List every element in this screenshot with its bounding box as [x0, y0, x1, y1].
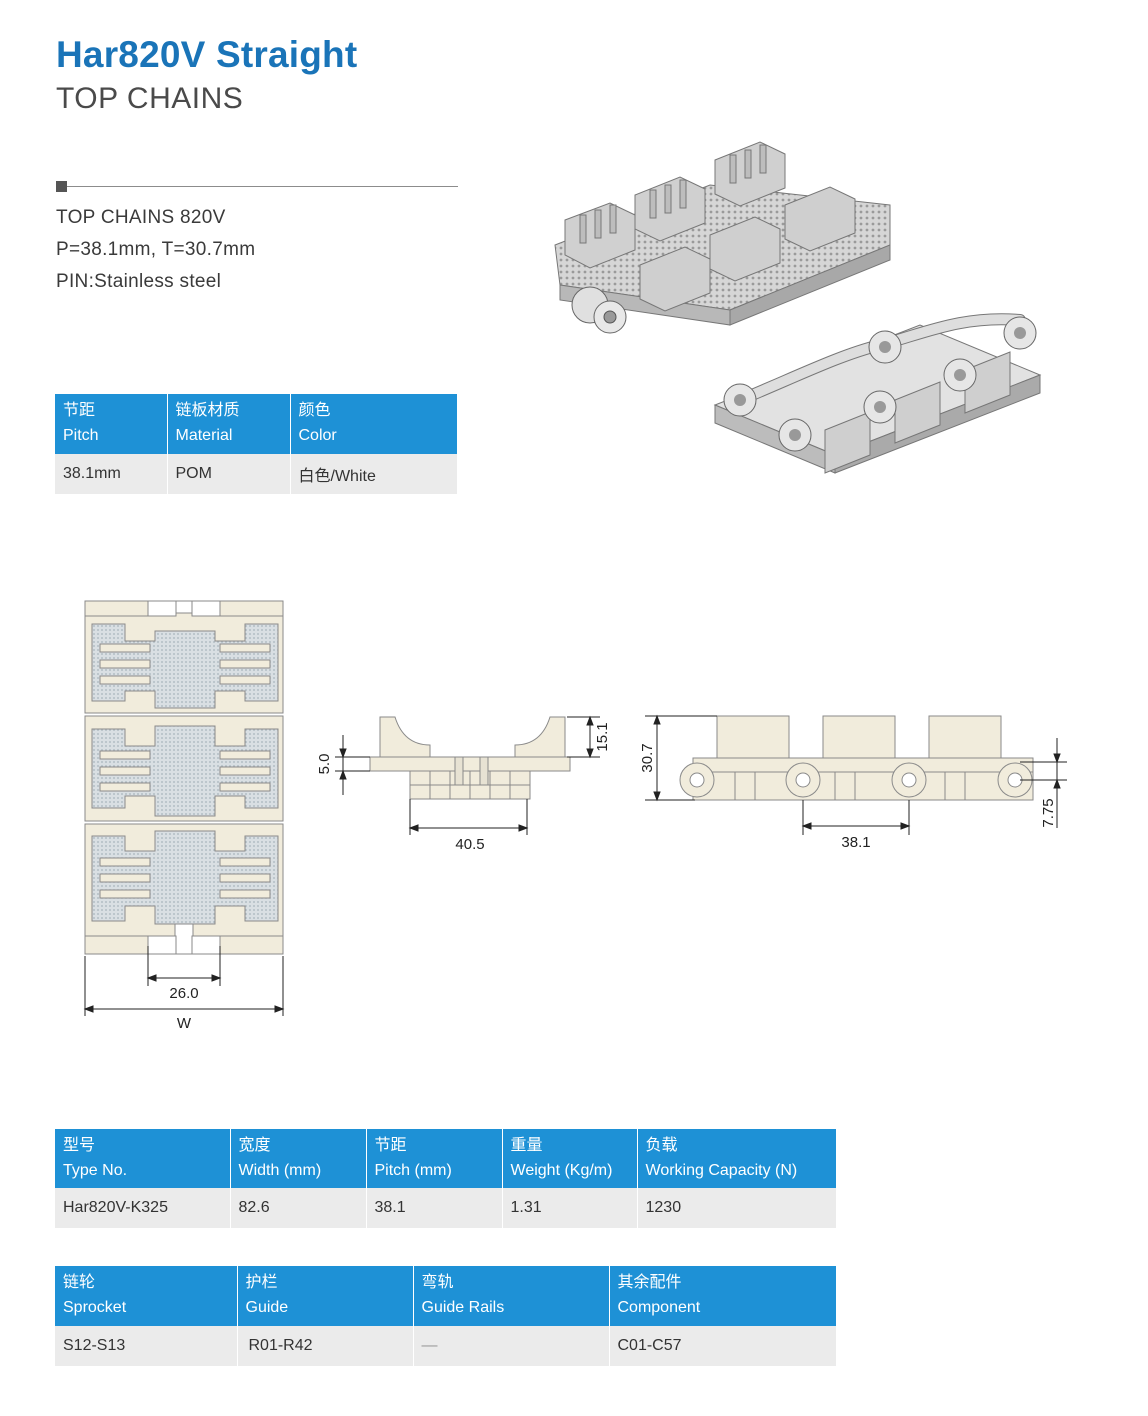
spec-pin: PIN:Stainless steel — [56, 271, 222, 292]
cell-guide-rails: — — [413, 1326, 610, 1366]
dim-inner-width: 26.0 — [169, 985, 198, 1002]
table-row: 38.1mm POM 白色/White — [55, 454, 457, 494]
chain-side-view-drawing: 30.7 38.1 7.75 — [639, 714, 1067, 851]
dim-pin-height: 7.75 — [1040, 798, 1057, 827]
cell-sprocket: S12-S13 — [55, 1326, 238, 1366]
dim-top-height: 15.1 — [594, 722, 611, 751]
chain-3d-illustration — [554, 141, 1042, 474]
cell-type-no: Har820V-K325 — [55, 1188, 231, 1228]
cell-color: 白色/White — [290, 454, 457, 494]
cell-material: POM — [167, 454, 291, 494]
spec-pitch-thickness: P=38.1mm, T=30.7mm — [56, 239, 256, 260]
divider-square-icon — [56, 181, 67, 192]
chain-cross-section-drawing: 15.1 5.0 40.5 — [316, 715, 611, 853]
cell-pitch: 38.1mm — [55, 454, 168, 494]
dim-total-height: 30.7 — [639, 743, 656, 772]
page-subtitle: TOP CHAINS — [56, 82, 244, 115]
chain-top-view-drawing: 26.0 W — [83, 600, 285, 1032]
cell-width: 82.6 — [230, 1188, 367, 1228]
cell-guide: R01-R42 — [237, 1326, 414, 1366]
table-row: S12-S13 R01-R42 — C01-C57 — [55, 1326, 836, 1366]
page-title: Har820V Straight — [56, 34, 358, 75]
cell-pitch: 38.1 — [366, 1188, 503, 1228]
section-divider — [56, 181, 458, 192]
spec-model: TOP CHAINS 820V — [56, 207, 226, 228]
table-row: Har820V-K325 82.6 38.1 1.31 1230 — [55, 1188, 836, 1228]
spec-list: TOP CHAINS 820V P=38.1mm, T=30.7mm PIN:S… — [56, 202, 255, 298]
dim-plate-thickness: 5.0 — [316, 754, 333, 775]
cell-component: C01-C57 — [609, 1326, 836, 1366]
dim-pitch: 38.1 — [841, 834, 870, 851]
cell-working-capacity: 1230 — [637, 1188, 836, 1228]
dim-overall-width: W — [177, 1015, 192, 1032]
cell-weight: 1.31 — [502, 1188, 638, 1228]
dim-span: 40.5 — [455, 836, 484, 853]
